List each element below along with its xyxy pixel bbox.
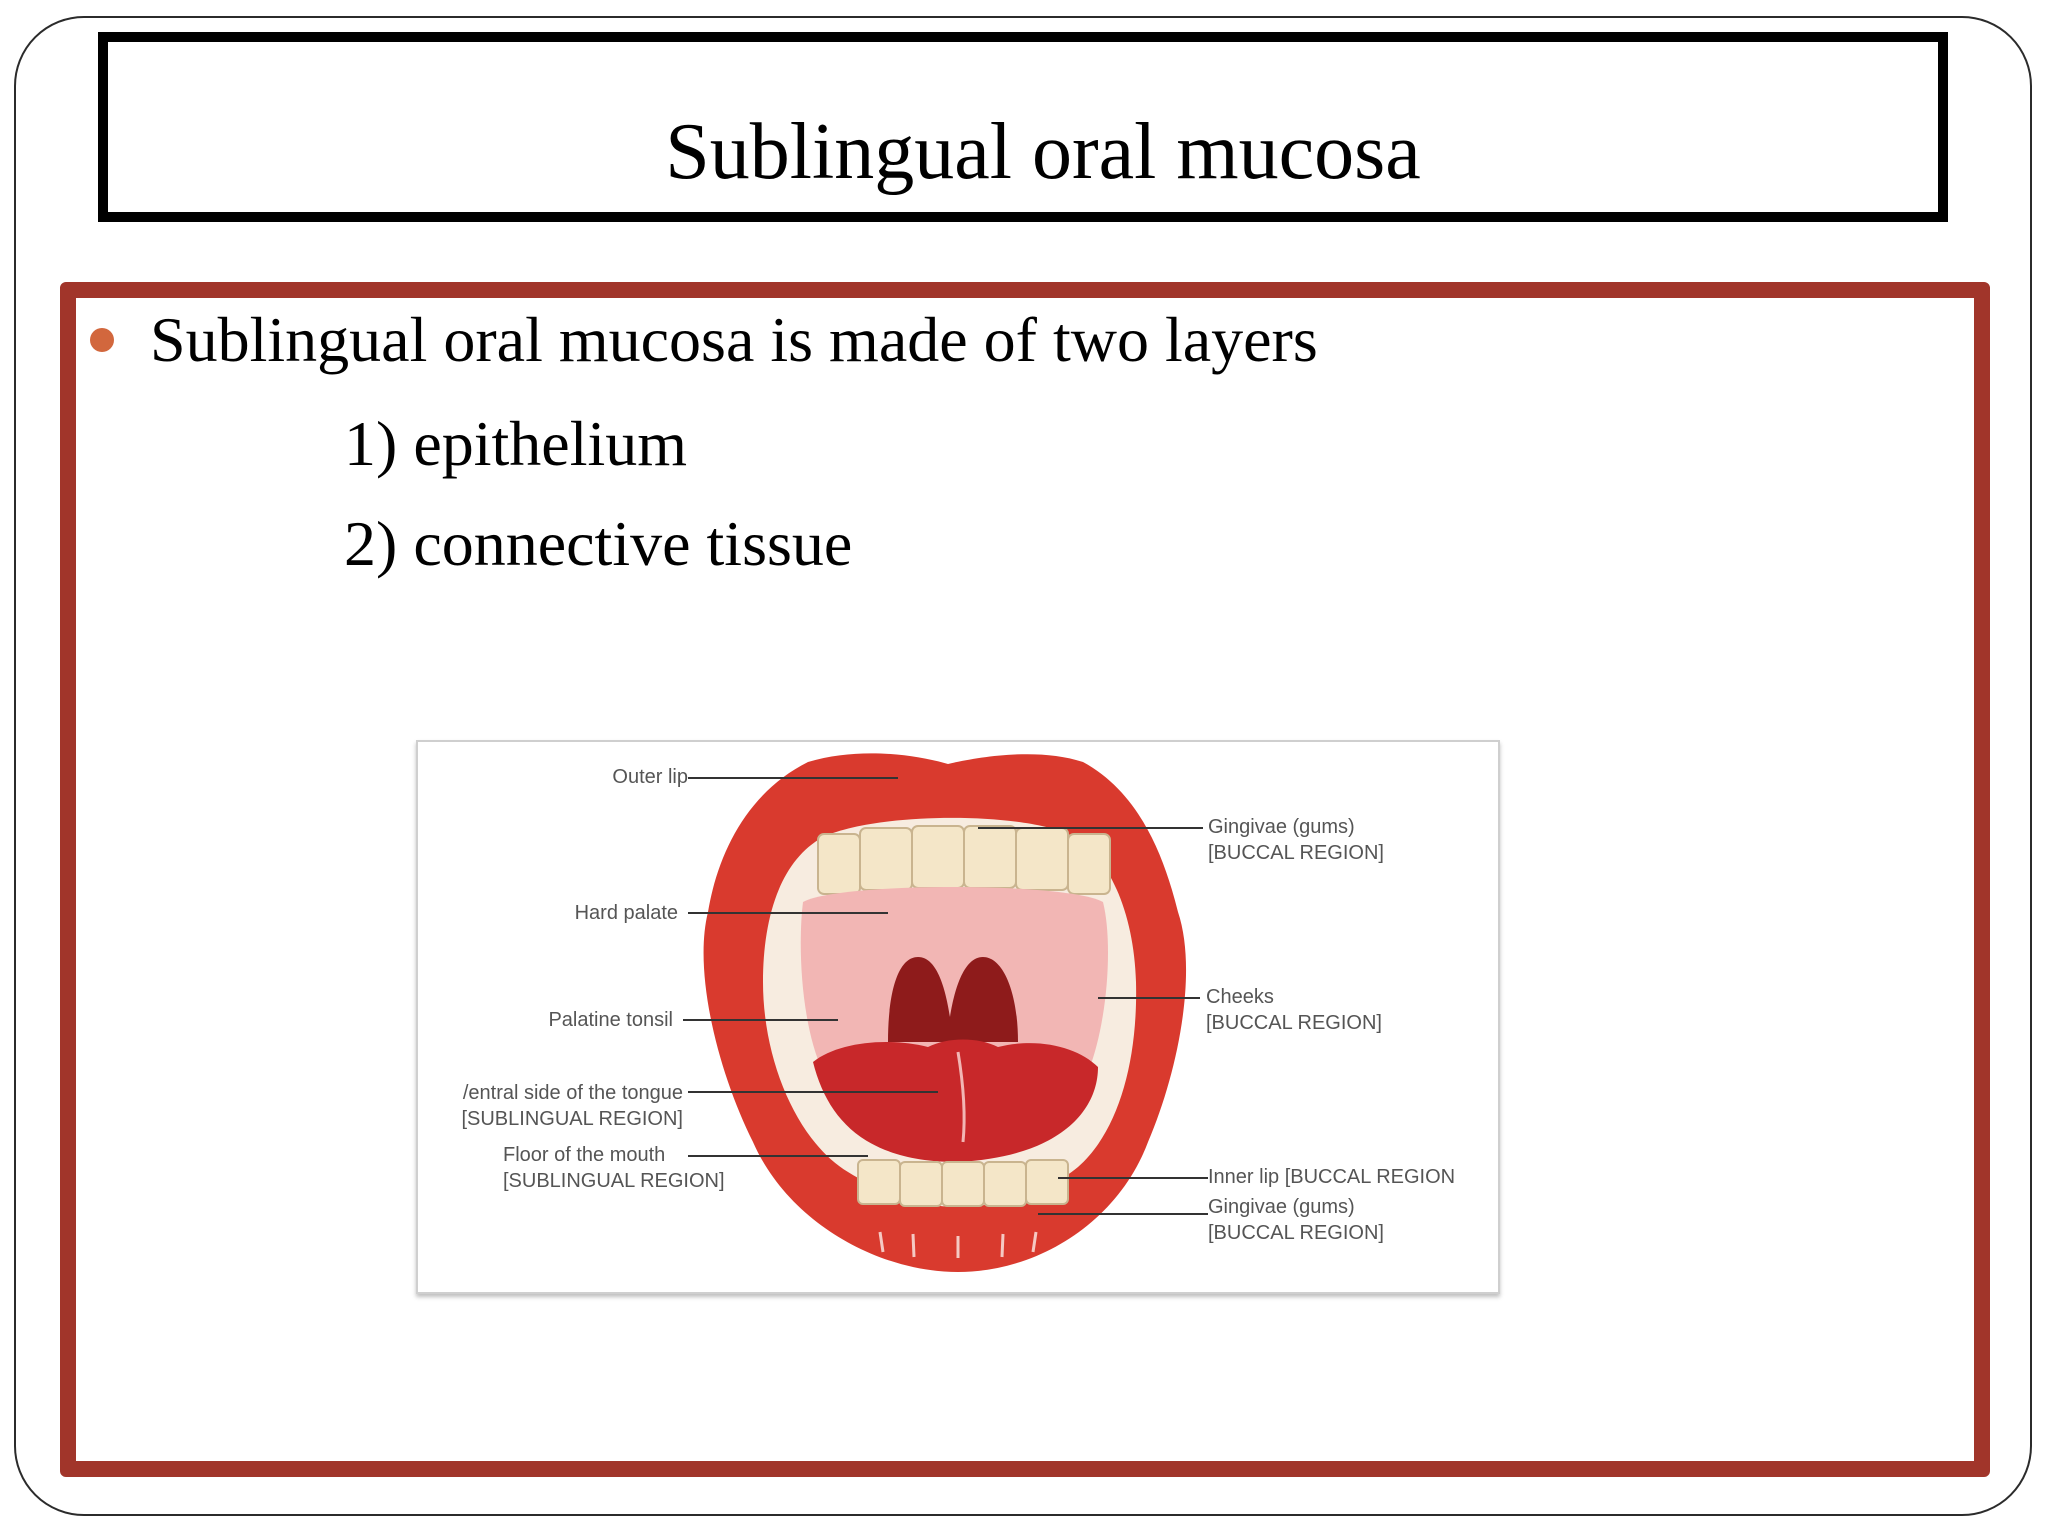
label-gingivae-lower-line1: Gingivae (gums) bbox=[1208, 1196, 1355, 1218]
tongue-frenulum bbox=[956, 1051, 966, 1143]
label-cheeks-line2: [BUCCAL REGION] bbox=[1206, 1012, 1382, 1034]
bullet-dot-icon bbox=[90, 328, 114, 352]
label-palatine-tonsil: Palatine tonsil bbox=[548, 1009, 673, 1031]
label-floor-mouth-line2: [SUBLINGUAL REGION] bbox=[503, 1170, 725, 1192]
mouth-illustration bbox=[683, 753, 1208, 1272]
throat-shape bbox=[888, 957, 1018, 1042]
label-ventral-tongue: /entral side of the tongue [SUBLINGUAL R… bbox=[461, 1080, 683, 1132]
leader-lines bbox=[683, 777, 1208, 1215]
label-floor-mouth-line1: Floor of the mouth bbox=[503, 1144, 666, 1166]
label-gingivae-lower-line2: [BUCCAL REGION] bbox=[1208, 1222, 1384, 1244]
label-ventral-tongue-line2: [SUBLINGUAL REGION] bbox=[461, 1108, 683, 1130]
oral-anatomy-figure: Outer lip Hard palate Palatine tonsil /e… bbox=[416, 740, 1500, 1294]
lower-teeth bbox=[857, 1159, 1069, 1207]
bullet-text: Sublingual oral mucosa is made of two la… bbox=[150, 304, 1318, 375]
label-ventral-tongue-line1: /entral side of the tongue bbox=[462, 1082, 683, 1104]
sub-item-connective-tissue: 2) connective tissue bbox=[344, 508, 853, 579]
label-gingivae-upper-line1: Gingivae (gums) bbox=[1208, 816, 1355, 838]
bullet-item: Sublingual oral mucosa is made of two la… bbox=[90, 308, 1318, 372]
label-gingivae-upper: Gingivae (gums) [BUCCAL REGION] bbox=[1208, 814, 1384, 866]
sub-item-epithelium: 1) epithelium bbox=[344, 408, 688, 479]
label-floor-mouth: Floor of the mouth [SUBLINGUAL REGION] bbox=[503, 1142, 725, 1194]
slide-title: Sublingual oral mucosa bbox=[665, 108, 1421, 196]
label-hard-palate: Hard palate bbox=[574, 902, 678, 924]
label-cheeks: Cheeks [BUCCAL REGION] bbox=[1206, 984, 1382, 1036]
label-gingivae-lower: Gingivae (gums) [BUCCAL REGION] bbox=[1208, 1194, 1384, 1246]
label-gingivae-upper-line2: [BUCCAL REGION] bbox=[1208, 842, 1384, 864]
upper-teeth bbox=[817, 825, 1111, 895]
label-outer-lip: Outer lip bbox=[612, 766, 688, 788]
title-box: Sublingual oral mucosa bbox=[98, 32, 1948, 222]
label-inner-lip: Inner lip [BUCCAL REGION bbox=[1208, 1166, 1456, 1188]
lip-highlights bbox=[878, 1231, 1038, 1258]
tongue-shape bbox=[813, 1039, 1098, 1162]
label-cheeks-line1: Cheeks bbox=[1206, 986, 1274, 1008]
